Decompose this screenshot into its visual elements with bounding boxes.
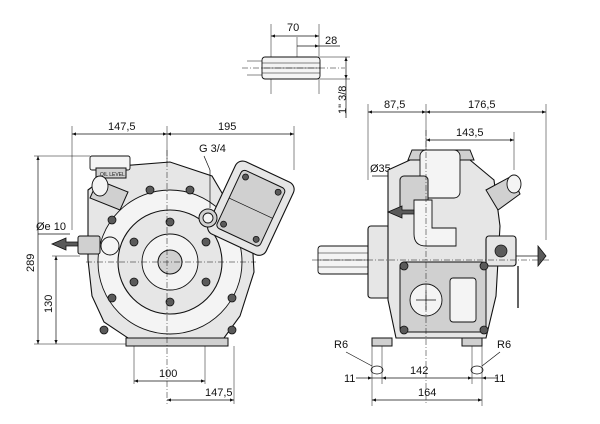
front-bolts bbox=[99, 185, 237, 335]
dim-side-142: 142 bbox=[410, 365, 428, 377]
dim-side-87-5: 87,5 bbox=[384, 99, 405, 111]
dim-front-289: 289 bbox=[25, 254, 37, 272]
shaft-detail: 70 28 1" 3/8 bbox=[242, 22, 350, 118]
label-side-r6-right: R6 bbox=[497, 339, 511, 351]
dim-front-195: 195 bbox=[218, 121, 236, 133]
label-thread-g34: G 3/4 bbox=[199, 143, 226, 155]
dim-side-176-5: 176,5 bbox=[468, 99, 496, 111]
dim-shaft-diameter: 1" 3/8 bbox=[337, 86, 349, 114]
dim-front-100: 100 bbox=[159, 368, 177, 380]
dim-side-143-5: 143,5 bbox=[456, 127, 484, 139]
dim-front-130: 130 bbox=[43, 295, 55, 313]
dim-front-147-5-bottom: 147,5 bbox=[205, 387, 233, 399]
label-outlet-diameter: Øe 10 bbox=[36, 221, 66, 233]
dim-shaft-70: 70 bbox=[287, 22, 299, 34]
dim-side-11-right: 11 bbox=[494, 373, 505, 385]
dim-front-147-5-top: 147,5 bbox=[108, 121, 136, 133]
oil-level-label: OIL LEVEL bbox=[100, 172, 125, 178]
label-side-r6-left: R6 bbox=[334, 339, 348, 351]
label-side-diameter-35: Ø35 bbox=[370, 163, 391, 175]
dim-side-164: 164 bbox=[418, 387, 436, 399]
dim-shaft-28: 28 bbox=[325, 35, 337, 47]
side-view: 87,5 176,5 143,5 Ø35 bbox=[312, 99, 550, 406]
dim-side-11-left: 11 bbox=[344, 373, 355, 385]
front-view: 147,5 195 289 130 Øe 10 OIL LEVEL bbox=[25, 121, 295, 404]
